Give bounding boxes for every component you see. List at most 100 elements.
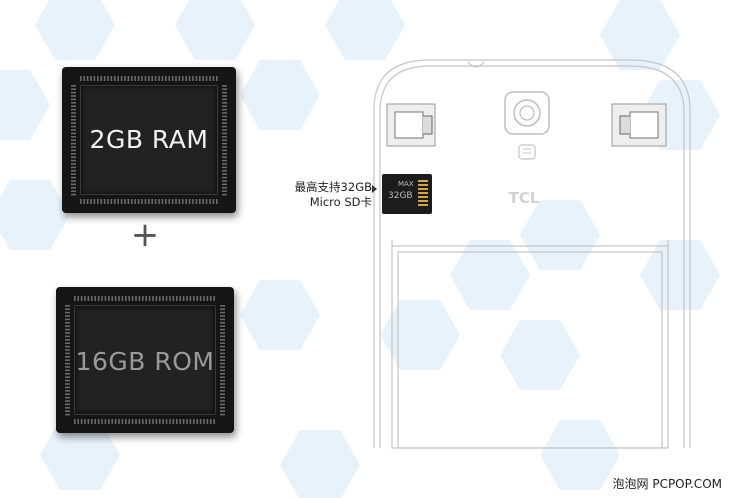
chip-pin: [142, 419, 144, 424]
chip-pin: [65, 315, 70, 317]
chip-pin: [117, 199, 119, 204]
chip-pin: [65, 407, 70, 409]
chip-pin: [222, 193, 227, 196]
chip-pin: [71, 129, 76, 131]
chip-pin: [65, 332, 70, 334]
chip-pin: [87, 296, 90, 301]
chip-pin: [162, 296, 164, 301]
chip-pin: [222, 149, 227, 152]
sd-card-capacity: 32GB: [388, 191, 413, 201]
chip-pin: [178, 76, 181, 81]
chip-pin: [165, 296, 168, 301]
chip-pin: [65, 308, 70, 310]
chip-pin: [65, 366, 70, 368]
chip-pin: [135, 419, 137, 424]
chip-pin: [220, 305, 225, 307]
chip-pin: [193, 296, 195, 301]
chip-pin: [158, 76, 160, 81]
sd-card-contacts: [418, 180, 428, 208]
chip-pin: [127, 76, 130, 81]
sim-slot-left: [386, 103, 436, 147]
chip-pin: [202, 76, 204, 81]
ram-chip-label: 2GB RAM: [89, 125, 209, 154]
sd-card-max: MAX: [398, 180, 414, 188]
chip-pin: [222, 180, 227, 182]
chip-pin: [97, 199, 99, 204]
chip-pin: [222, 153, 227, 155]
chip-pin: [71, 187, 76, 189]
chip-pin: [216, 199, 218, 204]
chip-pin: [220, 325, 225, 327]
chip-pin: [193, 419, 195, 424]
chip-pin: [151, 76, 153, 81]
chip-pin: [103, 199, 106, 204]
chip-pin: [169, 296, 171, 301]
chip-pin: [124, 199, 126, 204]
chip-pin: [65, 379, 70, 382]
chip-pin: [65, 349, 70, 351]
chip-pin: [165, 419, 168, 424]
chip-pin: [93, 199, 96, 204]
chip-pin: [65, 305, 70, 307]
chip-pin: [128, 419, 130, 424]
rom-chip-pins: [65, 296, 225, 424]
chip-pin: [169, 419, 171, 424]
chip-pin: [179, 419, 181, 424]
chip-pin: [65, 369, 70, 372]
chip-pin: [71, 102, 76, 104]
chip-pin: [91, 419, 93, 424]
chip-pin: [148, 419, 151, 424]
chip-pin: [71, 122, 76, 124]
chip-pin: [125, 296, 127, 301]
chip-pin: [222, 105, 227, 107]
chip-pin: [97, 419, 100, 424]
chip-pin: [199, 296, 202, 301]
chip-pin: [165, 199, 167, 204]
chip-pin: [71, 108, 76, 111]
chip-pin: [220, 403, 225, 406]
chip-pin: [195, 76, 198, 81]
chip-pin: [65, 328, 70, 331]
chip-pin: [80, 76, 82, 81]
chip-pin: [142, 296, 144, 301]
chip-pin: [155, 419, 158, 424]
chip-pin: [171, 199, 174, 204]
chip-pin: [176, 296, 178, 301]
chip-pin: [65, 352, 70, 355]
chip-pin: [100, 199, 102, 204]
chip-pin: [65, 413, 70, 416]
chip-pin: [203, 296, 205, 301]
ram-chip-die: [80, 85, 218, 195]
chip-pin: [158, 199, 160, 204]
chip-pin: [220, 352, 225, 355]
chip-pin: [65, 400, 70, 402]
chip-pin: [65, 359, 70, 361]
chip-pin: [222, 88, 227, 90]
plus-sign: +: [130, 215, 160, 255]
chip-pin: [168, 76, 170, 81]
chip-pin: [155, 296, 158, 301]
chip-pin: [199, 419, 202, 424]
chip-pin: [138, 296, 141, 301]
chip-pin: [90, 199, 92, 204]
chip-pin: [71, 176, 76, 179]
chip-pin: [71, 136, 76, 138]
chip-pin: [222, 139, 227, 141]
chip-pin: [220, 410, 225, 412]
chip-pin: [94, 419, 96, 424]
chip-pin: [220, 390, 225, 392]
chip-pin: [209, 76, 211, 81]
chip-pin: [192, 76, 194, 81]
chip-pin: [71, 170, 76, 172]
chip-pin: [161, 199, 164, 204]
chip-pin: [216, 76, 218, 81]
chip-pin: [74, 419, 76, 424]
rom-chip-label: 16GB ROM: [75, 347, 215, 376]
chip-pin: [65, 393, 70, 395]
chip-pin: [65, 311, 70, 314]
chip-pin: [144, 199, 147, 204]
chip-pin: [101, 296, 103, 301]
chip-pin: [71, 119, 76, 121]
chip-pin: [192, 199, 194, 204]
chip-pin: [189, 296, 192, 301]
